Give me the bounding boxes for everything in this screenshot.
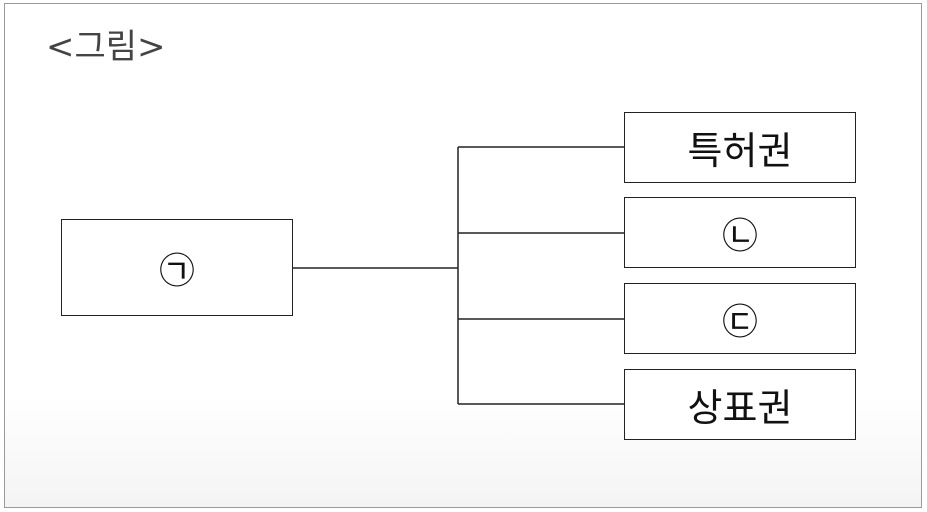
figure-caption: <그림> xyxy=(46,27,166,67)
child-node-2: ㉡ xyxy=(624,197,856,268)
root-node-label: ㉠ xyxy=(158,250,195,292)
child-node-label: ㉡ xyxy=(721,215,758,257)
child-node-1: 특허권 xyxy=(624,112,856,183)
root-node: ㉠ xyxy=(61,219,293,316)
child-node-label: ㉢ xyxy=(721,301,758,343)
child-node-4: 상표권 xyxy=(624,369,856,440)
child-node-label: 상표권 xyxy=(687,386,793,430)
child-node-label: 특허권 xyxy=(687,129,793,173)
child-node-3: ㉢ xyxy=(624,283,856,354)
